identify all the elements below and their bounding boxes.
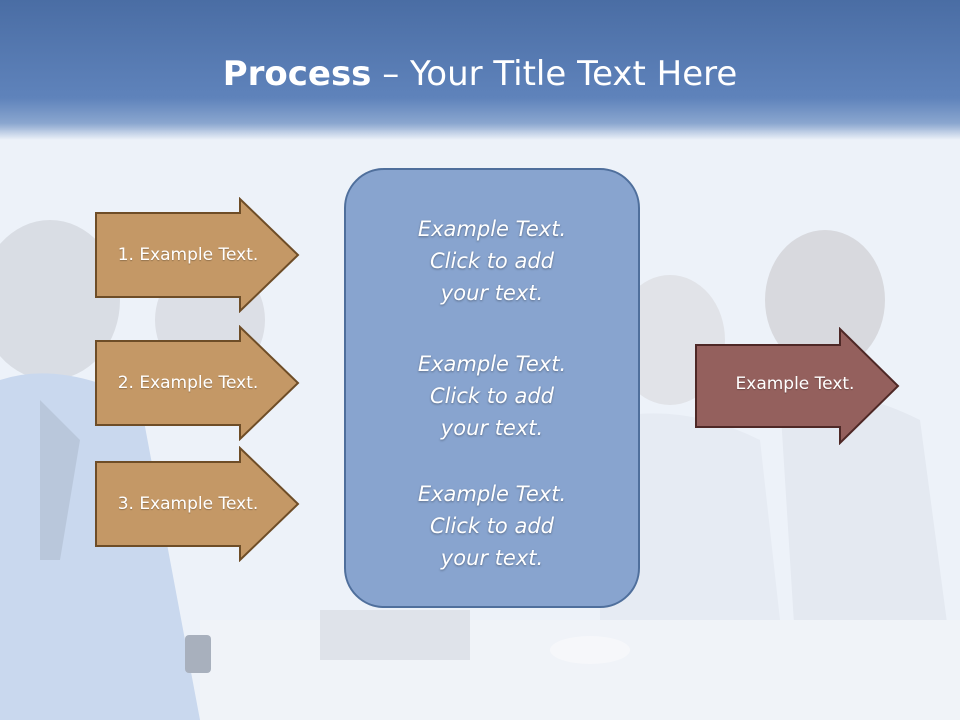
input-arrow-1-label: 1. Example Text. xyxy=(117,245,259,265)
center-text-block-3[interactable]: Example Text. Click to add your text. xyxy=(417,482,567,570)
slide-title[interactable]: Process – Your Title Text Here xyxy=(0,52,960,96)
header-band xyxy=(0,0,960,140)
center-text-block-2[interactable]: Example Text. Click to add your text. xyxy=(417,352,567,440)
input-arrow-2-label: 2. Example Text. xyxy=(117,373,259,393)
output-arrow[interactable] xyxy=(694,327,900,445)
input-arrow-3-label: 3. Example Text. xyxy=(117,494,259,514)
input-arrow-1[interactable] xyxy=(94,197,300,313)
input-arrow-2[interactable] xyxy=(94,325,300,441)
title-rest: – Your Title Text Here xyxy=(371,54,738,94)
title-strong: Process xyxy=(222,54,372,94)
center-text-block-1[interactable]: Example Text. Click to add your text. xyxy=(417,217,567,305)
center-process-box[interactable] xyxy=(344,168,640,608)
input-arrow-3[interactable] xyxy=(94,446,300,562)
output-arrow-label: Example Text. xyxy=(735,374,855,394)
